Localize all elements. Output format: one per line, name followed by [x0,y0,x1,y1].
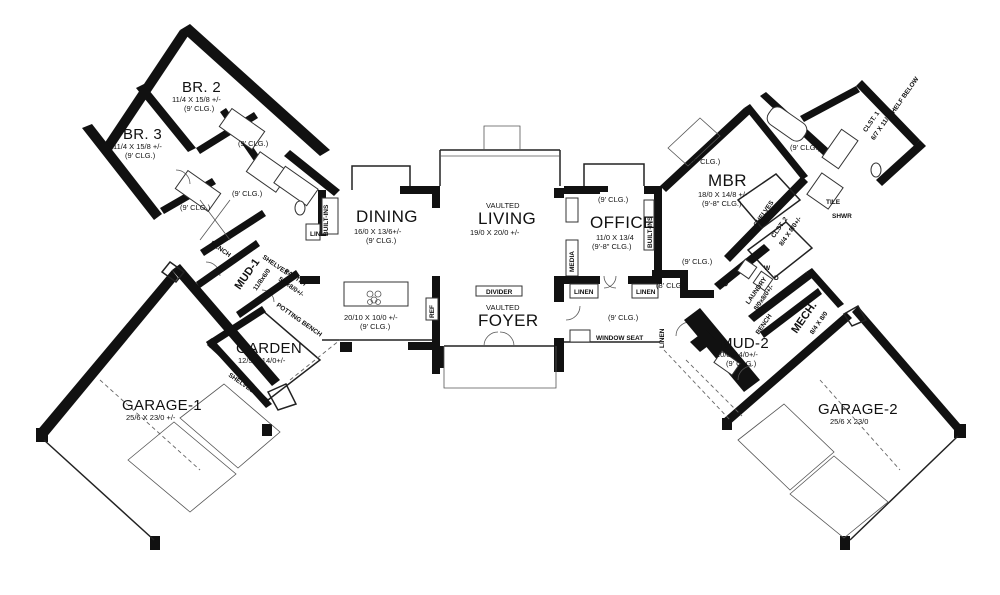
svg-text:(9' CLG.): (9' CLG.) [366,236,397,245]
svg-text:19/0 X 20/0 +/-: 19/0 X 20/0 +/- [470,228,520,237]
hall-clg-label: (9' CLG.) [232,189,263,198]
divider-label: DIVIDER [486,289,513,296]
window-seat-label: WINDOW SEAT [596,335,643,342]
svg-text:(9' CLG.): (9' CLG.) [726,359,757,368]
svg-text:(9' CLG.): (9' CLG.) [360,322,391,331]
svg-text:25/6 X 23/0: 25/6 X 23/0 [830,417,868,426]
svg-text:BR. 2: BR. 2 [182,79,221,96]
garage1-label: GARAGE-1 25/6 X 23/0 +/- [122,397,202,422]
svg-text:(9'-8" CLG.): (9'-8" CLG.) [592,242,632,251]
living-label: VAULTED LIVING 19/0 X 20/0 +/- [470,201,536,237]
svg-text:GARAGE-2: GARAGE-2 [818,401,898,418]
svg-text:25/6 X 23/0 +/-: 25/6 X 23/0 +/- [126,413,176,422]
shwr-label: SHWR [832,213,852,220]
left-bedroom-wing [82,24,340,303]
br3-label: BR. 3 11/4 X 15/8 +/- (9' CLG.) [113,126,162,160]
garage2 [722,304,966,550]
foyer-label: VAULTED FOYER [478,303,539,330]
media-label: MEDIA [569,251,576,272]
linen-clg-label: (8' CLG.) [656,281,687,290]
svg-text:VAULTED: VAULTED [486,303,520,312]
svg-text:FOYER: FOYER [478,311,539,330]
linen-label-1: LINEN [574,289,594,296]
svg-text:20/10 X 10/0 +/-: 20/10 X 10/0 +/- [344,313,398,322]
svg-text:11/4 X 15/8 +/-: 11/4 X 15/8 +/- [172,95,221,104]
kitchen-label: 20/10 X 10/0 +/- (9' CLG.) [344,313,398,331]
shelf-below-label: SHELF BELOW [888,75,921,118]
built-ins-label-2: BUILT-INS [647,216,654,248]
svg-text:(9' CLG.): (9' CLG.) [598,195,629,204]
mbr-label: (8' CLG.) MBR 18/0 X 14/8 +/- (9'-8" CLG… [690,157,748,208]
svg-text:11/0 X 13/4: 11/0 X 13/4 [596,233,634,242]
mud2-label: MUD-2 10/8x14/0+/- (9' CLG.) [716,335,769,368]
dining-label: DINING 16/0 X 13/6+/- (9' CLG.) [354,207,418,245]
office-area [564,163,714,343]
svg-text:16/0 X 13/6+/-: 16/0 X 13/6+/- [354,227,402,236]
svg-text:(8' CLG.): (8' CLG.) [690,157,721,166]
linen-label-3: LINEN [659,328,666,348]
office-label: (9' CLG.) OFFICE 11/0 X 13/4 (9'-8" CLG.… [590,195,655,251]
svg-text:DINING: DINING [356,207,418,226]
closet-clg-label: (9' CLG.) [238,139,269,148]
svg-text:BR. 3: BR. 3 [123,126,162,143]
clst-label: CLST [722,270,737,288]
dryer-label: D [774,275,779,282]
svg-text:GARAGE-1: GARAGE-1 [122,397,202,414]
svg-text:10/8x14/0+/-: 10/8x14/0+/- [716,350,758,359]
washer-label: W [764,265,771,272]
svg-text:VAULTED: VAULTED [486,201,520,210]
svg-text:(9' CLG.): (9' CLG.) [184,104,215,113]
svg-text:MBR: MBR [708,171,747,190]
hall-clg-label-2: (9' CLG.) [608,313,639,322]
garage2-label: GARAGE-2 25/6 X 23/0 [818,401,898,426]
svg-text:OFFICE: OFFICE [590,213,655,232]
clst2-label: CLST. 2 8/4 X 8/0+/- [770,216,803,248]
svg-text:11/4 X 15/8 +/-: 11/4 X 15/8 +/- [113,142,162,151]
linen-label-2: LINEN [636,289,656,296]
tile-label: TILE [826,199,841,206]
svg-text:18/0 X 14/8 +/-: 18/0 X 14/8 +/- [698,190,748,199]
built-ins-label: BUILT-INS [323,204,330,236]
br2-label: BR. 2 11/4 X 15/8 +/- (9' CLG.) [172,79,221,113]
svg-text:LIVING: LIVING [478,209,536,228]
svg-text:(9'-8" CLG.): (9'-8" CLG.) [702,199,742,208]
garage1 [36,260,298,550]
ref-label: REF [429,305,436,318]
bath-clg-label: (9' CLG.) [790,143,821,152]
potting-bench-label: POTTING BENCH [275,302,323,339]
right-master-wing [660,80,926,392]
svg-text:(9' CLG.): (9' CLG.) [125,151,156,160]
lin-label: LIN [310,231,321,238]
central-core [300,125,564,389]
closet-clg-label: (9' CLG.) [180,203,211,212]
svg-text:MUD-2: MUD-2 [720,335,769,352]
mbr-hall-clg-label: (9' CLG.) [682,257,713,266]
